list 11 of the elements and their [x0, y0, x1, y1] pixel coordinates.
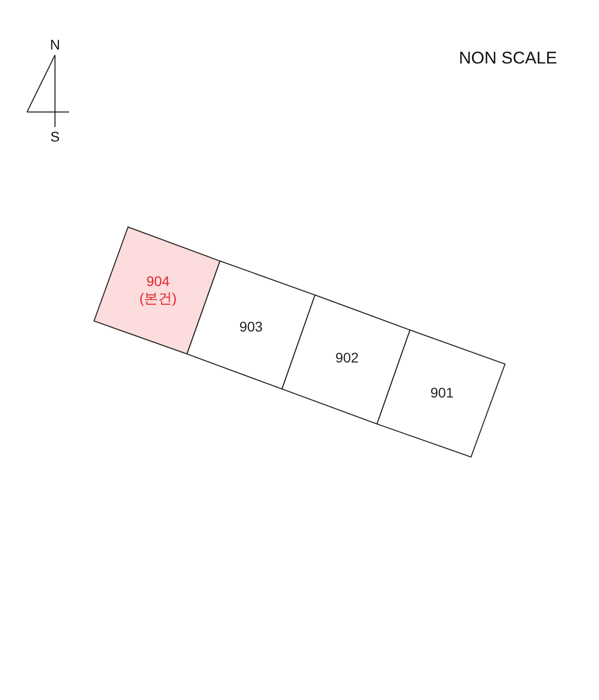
lot-number: 904 (본건) — [139, 273, 177, 307]
lot-number: 903 — [239, 318, 263, 336]
compass-label: N — [50, 37, 60, 53]
land-parcel — [94, 227, 220, 354]
land-parcel — [187, 261, 315, 389]
land-parcel — [377, 330, 505, 457]
scale-note: NON SCALE — [458, 50, 558, 68]
compass-label: S — [50, 129, 60, 145]
lot-number: 901 — [430, 384, 454, 402]
land-parcel — [282, 295, 410, 424]
lot-number: 902 — [335, 350, 359, 366]
